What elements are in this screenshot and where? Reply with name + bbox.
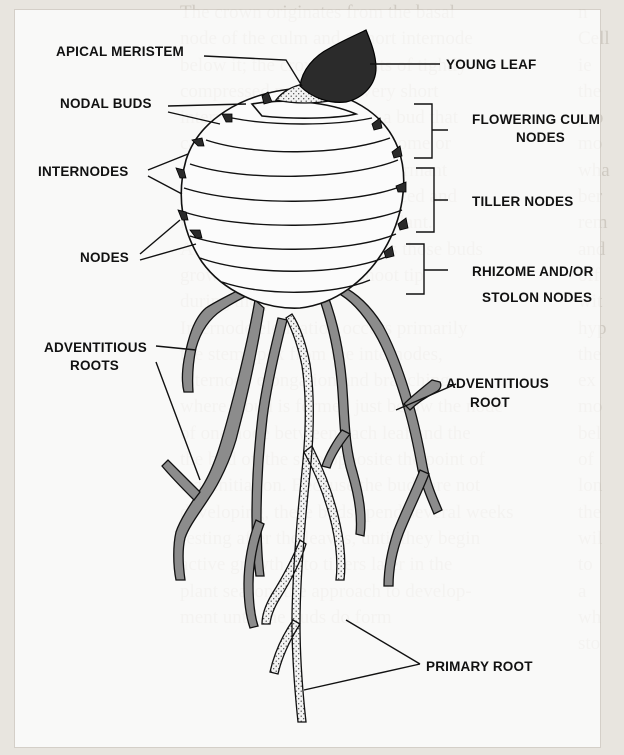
right-root-lower-branch xyxy=(384,470,429,586)
crown-nodes xyxy=(181,88,403,308)
tiller-bracket xyxy=(416,168,448,232)
crown-outline xyxy=(181,88,403,308)
label-flowering-culm-1: FLOWERING CULM xyxy=(472,112,600,127)
label-adventitious-roots-1: ADVENTITIOUS xyxy=(44,340,147,355)
bud-9 xyxy=(398,218,408,230)
primary-root-leader xyxy=(304,620,420,690)
flowering-bracket xyxy=(414,104,448,158)
label-flowering-culm-2: NODES xyxy=(516,130,565,145)
label-primary-root: PRIMARY ROOT xyxy=(426,659,533,674)
label-nodes: NODES xyxy=(80,250,129,265)
label-tiller-nodes: TILLER NODES xyxy=(472,194,573,209)
label-adventitious-root-2: ROOT xyxy=(470,395,510,410)
label-nodal-buds: NODAL BUDS xyxy=(60,96,152,111)
rhizome-bracket xyxy=(406,244,448,294)
label-rhizome-stolon-1: RHIZOME AND/OR xyxy=(472,264,594,279)
bracket-lines xyxy=(406,104,448,294)
label-adventitious-roots-2: ROOTS xyxy=(70,358,119,373)
label-rhizome-stolon-2: STOLON NODES xyxy=(482,290,592,305)
label-apical-meristem: APICAL MERISTEM xyxy=(56,44,184,59)
label-internodes: INTERNODES xyxy=(38,164,129,179)
label-young-leaf: YOUNG LEAF xyxy=(446,57,537,72)
label-adventitious-root-1: ADVENTITIOUS xyxy=(446,376,549,391)
apical-leader xyxy=(204,56,302,86)
young-leaf xyxy=(300,30,376,102)
